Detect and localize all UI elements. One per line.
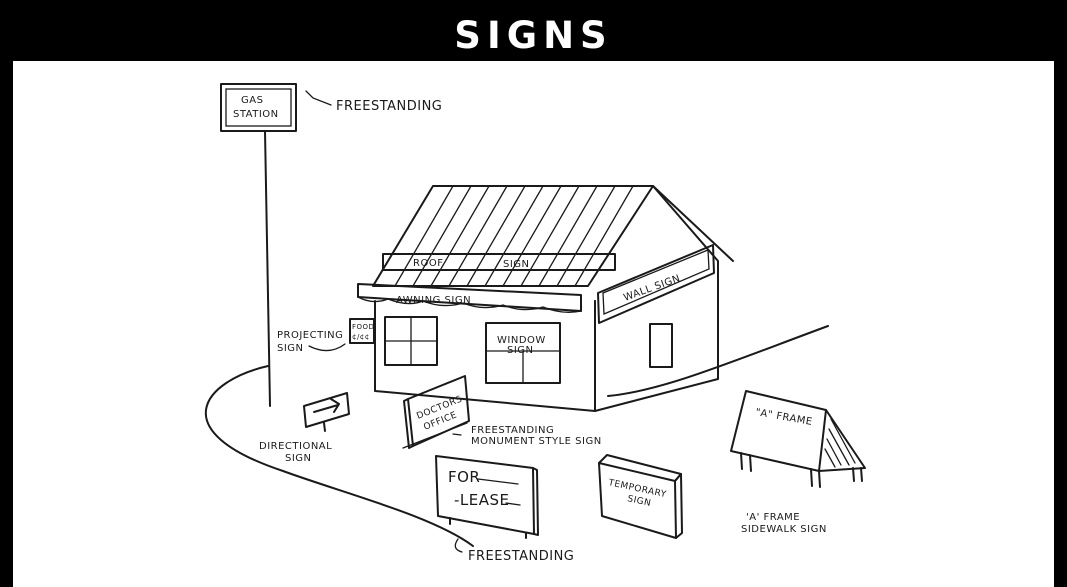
label-aframe-2: SIDEWALK SIGN	[741, 524, 827, 535]
leader-freestanding-top	[306, 91, 331, 105]
food-label-1: FOOD	[352, 323, 374, 331]
label-freestanding-bottom: FREESTANDING	[468, 549, 574, 564]
label-directional-1: DIRECTIONAL	[259, 441, 332, 452]
label-projecting-2: SIGN	[277, 343, 304, 354]
leader-monument	[453, 434, 461, 435]
gas-station-sign: GAS STATION	[221, 84, 296, 406]
label-freestanding-top: FREESTANDING	[336, 99, 442, 114]
for-lease-label-2: -LEASE	[454, 491, 510, 509]
awning-sign-label: AWNING SIGN	[396, 295, 471, 306]
window-sign-label-2: SIGN	[507, 345, 534, 356]
a-frame-board-label: "A" FRAME	[754, 407, 813, 428]
header-bar: SIGNS	[10, 10, 1057, 61]
for-lease-sign: FOR -LEASE	[436, 456, 538, 538]
for-lease-label-1: FOR	[448, 468, 480, 486]
a-frame-sign: "A" FRAME	[731, 391, 865, 487]
leader-freestanding-bottom	[455, 539, 462, 552]
temporary-sign: TEMPORARY SIGN	[599, 455, 682, 538]
doctors-office-sign: DOCTORS OFFICE	[403, 376, 469, 448]
gas-station-label-2: STATION	[233, 109, 279, 120]
label-monument-1: FREESTANDING	[471, 425, 554, 436]
leader-projecting	[309, 344, 345, 351]
signs-illustration: GAS STATION FREESTANDING	[13, 61, 1054, 587]
label-directional-2: SIGN	[285, 453, 312, 464]
label-projecting-1: PROJECTING	[277, 330, 343, 341]
label-monument-2: MONUMENT STYLE SIGN	[471, 436, 602, 447]
page-title: SIGNS	[454, 14, 612, 57]
roof-sign-label-a: ROOF	[413, 258, 443, 269]
label-aframe-1: 'A' FRAME	[746, 512, 800, 523]
awning-sign: AWNING SIGN	[358, 284, 581, 312]
gas-station-label-1: GAS	[241, 95, 263, 106]
roof-sign-label-b: SIGN	[503, 259, 530, 270]
food-label-2: ¢/¢¢	[352, 333, 370, 341]
directional-sign	[304, 393, 349, 431]
illustration-panel: GAS STATION FREESTANDING	[13, 61, 1054, 587]
projecting-sign: FOOD ¢/¢¢	[350, 319, 374, 343]
